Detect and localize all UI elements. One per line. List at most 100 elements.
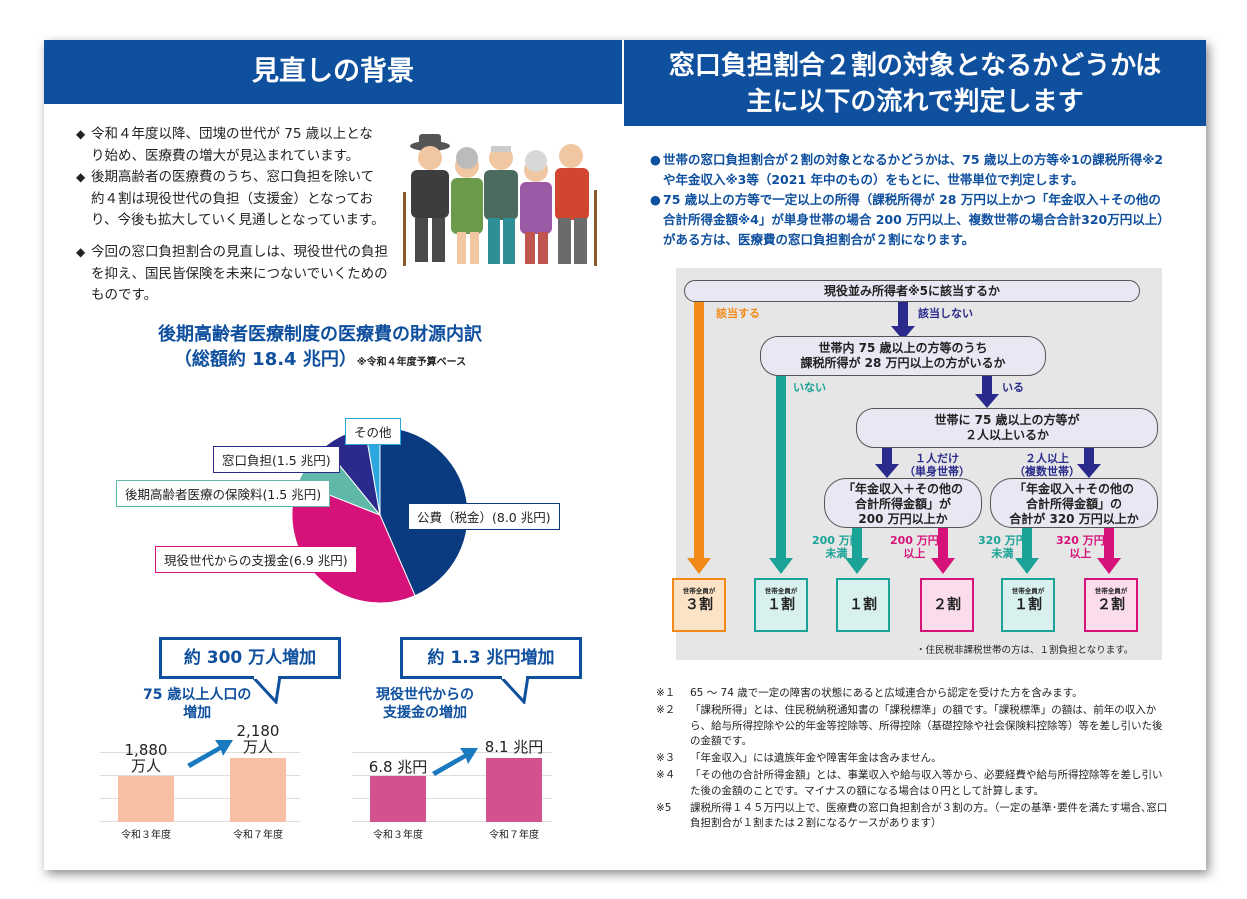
result-1wari-a: 世帯全員が １割	[754, 578, 808, 632]
x-label-r3-population: 令和３年度	[121, 830, 171, 841]
pie-title-block: 後期高齢者医療制度の医療費の財源内訳 （総額約 18.4 兆円）※令和４年度予算…	[100, 322, 540, 375]
intro-bullet: 75 歳以上の方等で一定以上の所得（課税所得が 28 万円以上かつ「年金収入＋そ…	[650, 190, 1170, 250]
node-line: 200 万円以上か	[858, 512, 948, 526]
node-line: 世帯内 75 歳以上の方等のうち	[818, 341, 988, 355]
label-line: 200 万円	[890, 534, 939, 547]
result-3wari: 世帯全員が ３割	[672, 578, 726, 632]
footnote-key: ※４	[656, 769, 676, 781]
footnote-text: 課税所得１４５万円以上で、医療費の窓口負担割合が３割の方。（一定の基準･要件を満…	[690, 801, 1168, 830]
result-ratio: １割	[767, 597, 795, 613]
footnote-text: 「その他の合計所得金額」とは、事業収入や給与収入等から、必要経費や給与所得控除等…	[690, 769, 1163, 797]
pie-title: 後期高齢者医療制度の医療費の財源内訳	[158, 324, 482, 345]
x-label-r7-support: 令和７年度	[489, 830, 539, 841]
pie-label-copay: 窓口負担(1.5 兆円)	[213, 446, 340, 473]
result-2wari-a: ２割	[920, 578, 974, 632]
elder-woman-purple	[520, 150, 552, 264]
label-line: 未満	[991, 547, 1014, 560]
footnote-text: 65 ～ 74 歳で一定の障害の状態にあると広域連合から認定を受けた方を含みます…	[690, 687, 1083, 699]
footnote-key: ※２	[656, 704, 676, 716]
flow-label-some: いる	[1002, 381, 1024, 394]
flow-label-none: いない	[793, 381, 826, 394]
bar-chart-population	[100, 730, 300, 822]
background-bullet-3: 今回の窓口負担割合の見直しは、現役世代の負担を抑え、国民皆保険を未来につないでい…	[76, 242, 388, 307]
pie-note: ※令和４年度予算ベース	[356, 357, 467, 368]
flow-label-320-under: 320 万円未満	[978, 534, 1027, 560]
footnote-text: 「年金収入」には遺族年金や障害年金は含みません。	[690, 752, 942, 764]
footnote-3: ※３ 「年金収入」には遺族年金や障害年金は含みません。	[656, 751, 1168, 767]
elderly-people-illustration	[403, 134, 597, 266]
flow-label-single: １人だけ（単身世帯）	[904, 452, 970, 478]
footnote-5: ※5 課税所得１４５万円以上で、医療費の窓口負担割合が３割の方。（一定の基準･要件…	[656, 801, 1168, 832]
result-ratio: １割	[849, 597, 877, 613]
bubble-population: 約 300 万人増加	[159, 637, 341, 679]
bubble-support: 約 1.3 兆円増加	[400, 637, 582, 679]
bullet-text: 令和４年度以降、団塊の世代が 75 歳以上となり始め、医療費の増大が見込まれてい…	[76, 124, 386, 167]
result-small-text: 世帯全員が	[1011, 587, 1045, 595]
x-label-r7-population: 令和７年度	[233, 830, 283, 841]
value-line: 2,180	[236, 722, 280, 740]
left-section-header: 見直しの背景	[44, 40, 622, 104]
pie-label-public: 公費（税金）(8.0 兆円)	[408, 503, 560, 530]
result-small-text: 世帯全員が	[764, 587, 798, 595]
flow-label-no: 該当しない	[918, 307, 973, 320]
footnotes: ※１ 65 ～ 74 歳で一定の障害の状態にあると広域連合から認定を受けた方を含み…	[656, 686, 1168, 833]
label-line: （単身世帯）	[904, 465, 970, 478]
caption-line: 75 歳以上人口の	[143, 687, 252, 703]
bar-r7-population	[230, 758, 286, 822]
flow-label-yes: 該当する	[716, 307, 760, 320]
value-line: 1,880	[124, 741, 168, 759]
bar-caption-left: 75 歳以上人口の増加	[143, 686, 251, 722]
header-line: 主に以下の流れで判定します	[746, 87, 1084, 117]
footnote-key: ※３	[656, 752, 676, 764]
node-line: 合計が 320 万円以上か	[1009, 512, 1139, 526]
x-label-r3-support: 令和３年度	[373, 830, 423, 841]
bar-value-r3-support: 6.8 兆円	[368, 758, 428, 776]
bullet-text: 今回の窓口負担割合の見直しは、現役世代の負担を抑え、国民皆保険を未来につないでい…	[76, 242, 388, 307]
elder-man-hat	[403, 134, 450, 266]
bubble-tail-left	[250, 676, 282, 704]
bullet-text: 後期高齢者の医療費のうち、窓口負担を除いて約４割は現役世代の負担（支援金）となっ…	[76, 167, 386, 232]
result-small-text: 世帯全員が	[682, 587, 716, 595]
pie-subtitle: （総額約 18.4 兆円）	[173, 349, 357, 370]
label-line: 以上	[1069, 547, 1092, 560]
footnote-key: ※１	[656, 687, 676, 699]
caption-line: 増加	[183, 705, 212, 721]
result-ratio: ３割	[685, 597, 713, 613]
result-1wari-b: １割	[836, 578, 890, 632]
flow-q5-node: 「年金収入＋その他の合計所得金額」の合計が 320 万円以上か	[990, 478, 1158, 528]
footnote-key: ※5	[656, 801, 672, 814]
flow-label-200-under: 200 万円未満	[812, 534, 861, 560]
flow-label-200-over: 200 万円以上	[890, 534, 939, 560]
result-ratio: ２割	[933, 597, 961, 613]
background-bullet-1: 令和４年度以降、団塊の世代が 75 歳以上となり始め、医療費の増大が見込まれてい…	[76, 124, 386, 167]
node-line: 課税所得が 28 万円以上の方がいるか	[800, 356, 1006, 370]
footnote-4: ※４ 「その他の合計所得金額」とは、事業収入や給与収入等から、必要経費や給与所得控…	[656, 768, 1168, 799]
right-section-header: 窓口負担割合２割の対象となるかどうかは 主に以下の流れで判定します	[624, 40, 1206, 126]
flow-label-320-over: 320 万円以上	[1056, 534, 1105, 560]
bar-r3-population	[118, 776, 174, 822]
label-line: 以上	[903, 547, 926, 560]
result-ratio: １割	[1014, 597, 1042, 613]
node-line: 合計所得金額」の	[1025, 497, 1122, 511]
footnote-2: ※２「課税所得」とは、住民税納税通知書の「課税標準」の額です。「課税標準」の額は…	[656, 703, 1168, 750]
label-line: ２人以上	[1025, 452, 1069, 465]
flowchart-arrows	[687, 300, 1121, 574]
bubble-tail-right	[498, 676, 530, 704]
background-bullet-2: 後期高齢者の医療費のうち、窓口負担を除いて約４割は現役世代の負担（支援金）となっ…	[76, 167, 386, 232]
node-line: 「年金収入＋その他の	[842, 482, 963, 496]
increase-arrow-left	[187, 740, 233, 768]
bar-chart-support	[352, 730, 552, 822]
elder-man-vest	[484, 146, 518, 264]
label-line: 200 万円	[812, 534, 861, 547]
bar-caption-right: 現役世代からの支援金の増加	[376, 686, 474, 722]
label-line: １人だけ	[915, 452, 959, 465]
node-line: 合計所得金額」が	[854, 497, 951, 511]
node-line: ２人以上いるか	[964, 428, 1049, 442]
label-line: 320 万円	[978, 534, 1027, 547]
elder-man-red	[555, 144, 597, 266]
pie-label-premium: 後期高齢者医療の保険料(1.5 兆円)	[116, 480, 331, 507]
